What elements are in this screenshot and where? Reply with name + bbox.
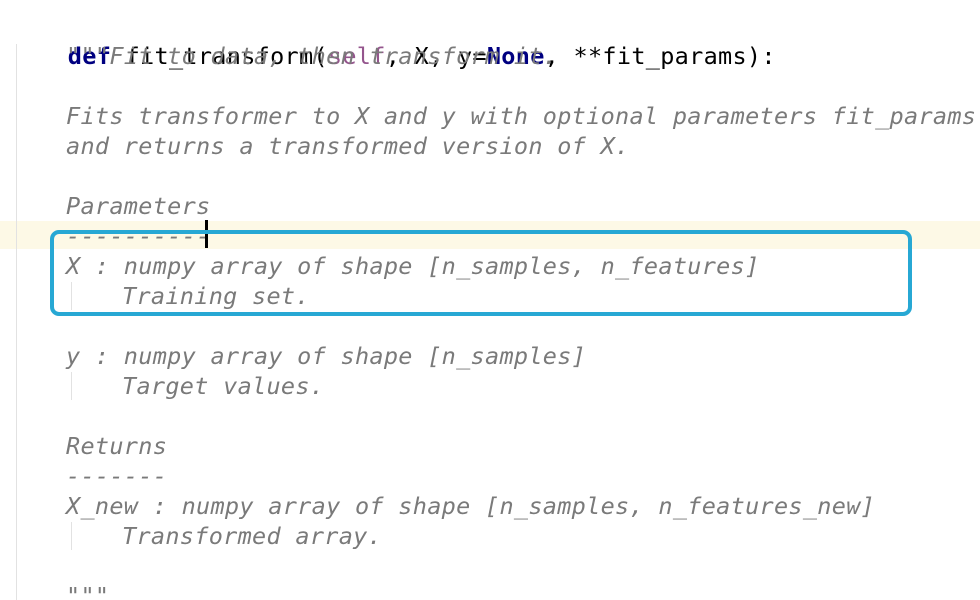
docstring-open[interactable]: """Fit to data, then transform it. [66, 42, 558, 70]
parameters-underline[interactable]: ---------- [66, 222, 211, 250]
y-param-doc[interactable]: y : numpy array of shape [n_samples] [66, 342, 587, 370]
docstring-desc-line2[interactable]: and returns a transformed version of X. [66, 132, 630, 160]
current-line-highlight [0, 221, 980, 249]
text-caret [205, 220, 208, 248]
x-new-doc[interactable]: X_new : numpy array of shape [n_samples,… [66, 492, 876, 520]
docstring-close[interactable]: """ [66, 582, 110, 600]
highlight-box [50, 230, 912, 316]
none-value: None [486, 42, 545, 70]
signature-rest: , **fit_params): [544, 42, 776, 70]
docstring-desc-line1[interactable]: Fits transformer to X and y with optiona… [66, 102, 977, 130]
self-param: self [327, 42, 386, 70]
y-param: y= [457, 42, 487, 70]
code-line-signature[interactable]: def fit_transform(self, X, y=None, **fit… [10, 11, 776, 70]
indent-guide-x-desc [71, 282, 72, 310]
indent-guide-function-body [16, 44, 17, 600]
y-param-desc[interactable]: Target values. [122, 372, 325, 400]
def-keyword: def [67, 42, 112, 70]
indent-guide-xnew-desc [71, 522, 72, 550]
parameters-header[interactable]: Parameters [66, 192, 211, 220]
x-new-desc[interactable]: Transformed array. [122, 522, 383, 550]
function-name: fit_transform( [111, 42, 328, 70]
returns-underline[interactable]: ------- [66, 462, 168, 490]
indent-guide-y-desc [71, 372, 72, 400]
x-param-desc[interactable]: Training set. [122, 282, 310, 310]
returns-header[interactable]: Returns [66, 432, 168, 460]
x-param-doc[interactable]: X : numpy array of shape [n_samples, n_f… [66, 252, 760, 280]
signature-params: , X, [385, 42, 458, 70]
